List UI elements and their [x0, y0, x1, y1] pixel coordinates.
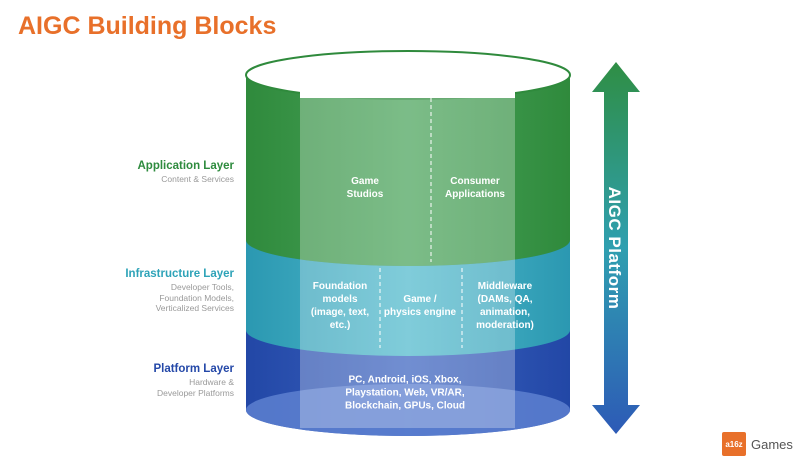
front-window-top-white: [300, 58, 515, 98]
platform-layer-label: Platform Layer Hardware & Developer Plat…: [34, 363, 234, 398]
cell-consumer-applications: Consumer Applications: [444, 176, 506, 200]
front-window: [300, 62, 515, 428]
a16z-games-logo: a16z Games: [722, 432, 793, 456]
cell-foundation-models: Foundation models (image, text, etc.): [310, 281, 370, 331]
aigc-platform-label: AIGC Platform: [605, 186, 624, 310]
platform-layer-name: Platform Layer: [153, 363, 234, 375]
logo-wordmark: Games: [751, 436, 793, 452]
cell-game-physics-engine: Game / physics engine: [383, 294, 457, 318]
application-layer-description: Content & Services: [161, 174, 234, 184]
infrastructure-layer-label: Infrastructure Layer Developer Tools, Fo…: [34, 268, 234, 314]
cell-middleware: Middleware (DAMs, QA, animation, moderat…: [476, 281, 534, 331]
cell-game-studios: Game Studios: [346, 176, 384, 200]
platform-layer-description: Hardware & Developer Platforms: [156, 377, 234, 398]
platform-layer-bottom-ellipse: [246, 384, 570, 436]
infrastructure-layer-description: Developer Tools, Foundation Models, Vert…: [155, 282, 234, 314]
infrastructure-layer-body: [246, 240, 570, 356]
cell-platforms: PC, Android, iOS, Xbox, Playstation, Web…: [344, 374, 466, 412]
infrastructure-layer-name: Infrastructure Layer: [125, 268, 234, 280]
page-title: AIGC Building Blocks: [18, 12, 277, 40]
application-layer-body: [246, 75, 570, 266]
application-layer-label: Application Layer Content & Services: [34, 160, 235, 185]
a16z-logo-mark: a16z: [722, 432, 746, 456]
application-layer-name: Application Layer: [137, 160, 235, 172]
aigc-platform-arrow: [592, 62, 640, 434]
